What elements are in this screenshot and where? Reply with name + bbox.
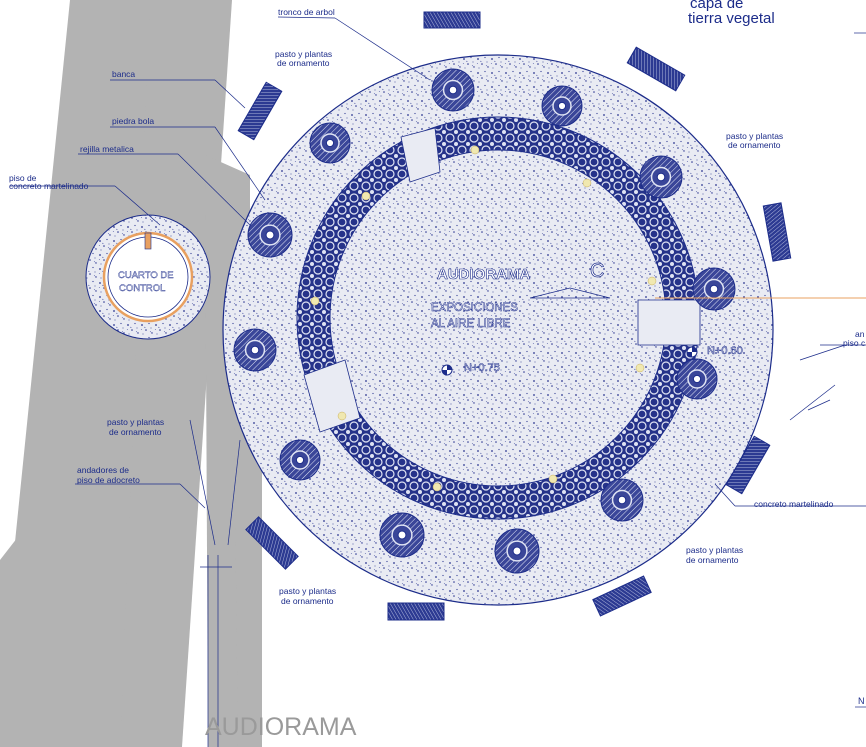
bottom-right-cut-label: N [858,696,865,706]
label-ornamento-left: de ornamento [109,427,162,437]
tree-symbol [692,267,736,311]
right-cut-label-2: piso c [843,338,866,348]
tree-symbol [494,528,540,574]
ring-lights [310,145,657,492]
label-adocreto: piso de adocreto [77,475,140,485]
control-room-label-1: CUARTO DE [118,270,174,281]
center-level: N+0.75 [464,362,500,375]
leader-lines [10,16,866,747]
top-right-label-1: capa de [690,0,744,12]
label-pasto-bottom: pasto y plantas [279,586,337,596]
right-cut-label-1: an [855,329,865,339]
tree-symbol [639,155,683,199]
tree-symbol [309,122,351,164]
label-concreto-mart: concreto martelinado [9,181,89,191]
tree-symbol [279,439,321,481]
label-andadores: andadores de [77,465,129,475]
control-room-label-2: CONTROL [119,283,166,294]
level-marker-center [441,364,453,376]
label-banca: banca [112,69,136,79]
axis-letter: C [590,260,605,283]
label-piso-de: piso de [9,173,37,183]
benches [237,11,792,621]
tree-symbol [233,328,277,372]
label-tronco: tronco de arbol [278,7,335,17]
label-pasto-top: pasto y plantas [275,49,333,59]
tree-symbol [541,85,583,127]
label-ornamento-right: de ornamento [728,140,781,150]
label-rejilla: rejilla metalica [80,144,134,154]
label-concreto-right: concreto martelinado [754,499,834,509]
shadow-bands [0,0,262,747]
label-ornamento-bottom: de ornamento [281,596,334,606]
label-pasto-bottom-right: pasto y plantas [686,545,744,555]
top-right-label-2: tierra vegetal [688,10,775,27]
right-level: N+0.60 [707,345,743,358]
center-subtitle-2: AL AIRE LIBRE [431,318,511,331]
label-ornamento-bottom-right: de ornamento [686,555,739,565]
center-subtitle-1: EXPOSICIONES [431,302,518,315]
center-title: AUDIORAMA [437,266,531,284]
label-pasto-right: pasto y plantas [726,131,784,141]
label-piedra: piedra bola [112,116,155,126]
label-ornamento-top: de ornamento [277,58,330,68]
trees [233,68,736,574]
label-pasto-left: pasto y plantas [107,417,165,427]
ring-gaps [303,127,701,433]
level-marker-right [686,346,698,358]
plan-title: AUDIORAMA [205,713,357,741]
tree-symbol [247,212,293,258]
tree-symbol [600,478,644,522]
tree-symbol [379,512,425,558]
tree-symbol [676,358,718,400]
tree-symbol [431,68,475,112]
